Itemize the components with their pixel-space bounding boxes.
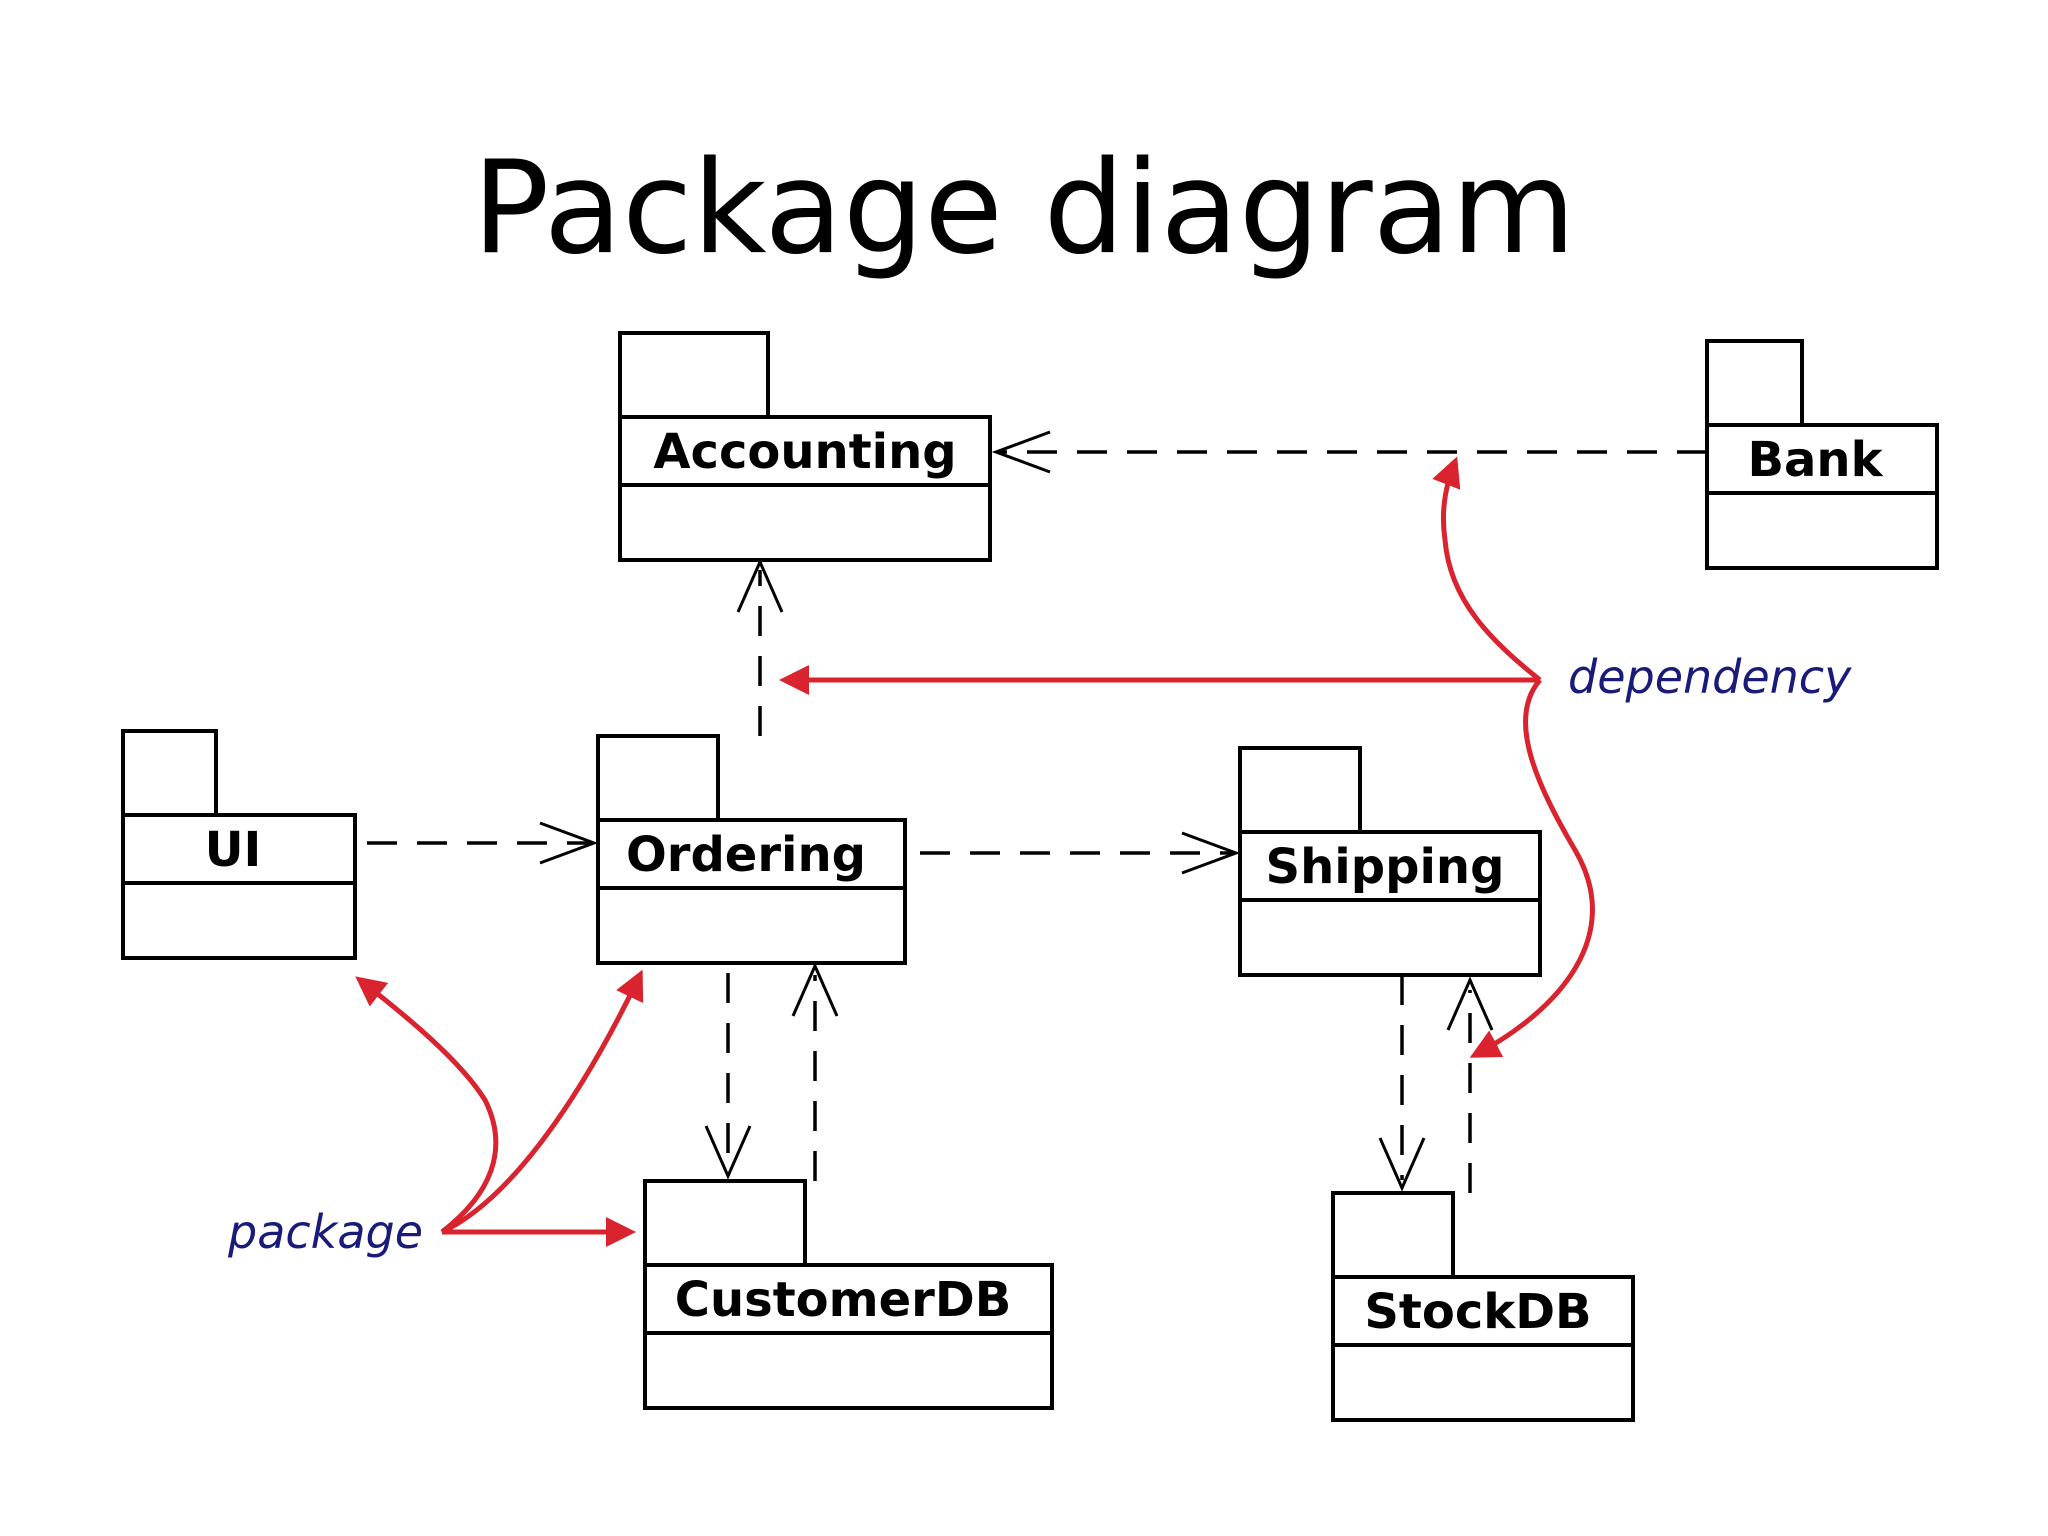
dependency-callout-arrow-down: [1469, 678, 1595, 1058]
package-callout: package: [227, 969, 644, 1259]
dependency-callout: dependency: [779, 456, 1852, 1058]
package-ui[interactable]: UI: [121, 729, 357, 960]
dependency-stockdb-to-shipping: [1446, 976, 1494, 1193]
dependency-label: dependency: [1568, 650, 1852, 704]
dependency-customerdb-to-ordering: [791, 962, 839, 1181]
package-label-ordering: Ordering: [626, 827, 866, 883]
dependency-ordering-to-accounting: [736, 558, 784, 736]
package-stockdb[interactable]: StockDB: [1331, 1191, 1635, 1422]
package-accounting[interactable]: Accounting: [618, 331, 992, 562]
dependency-ui-to-ordering: [367, 821, 599, 865]
package-callout-arrow-ui: [355, 976, 499, 1234]
package-shipping[interactable]: Shipping: [1238, 746, 1542, 977]
package-label: package: [227, 1205, 423, 1259]
package-label-ui: UI: [205, 822, 262, 878]
dependency-ordering-to-shipping: [920, 831, 1241, 875]
dependency-callout-arrow-up: [1432, 456, 1542, 682]
package-callout-arrow-ordering: [440, 969, 644, 1235]
page-title: Package diagram: [472, 134, 1576, 283]
package-label-bank: Bank: [1747, 432, 1883, 488]
dependency-shipping-to-stockdb: [1378, 975, 1426, 1192]
dependency-bank-to-accounting: [991, 430, 1707, 474]
package-label-customerdb: CustomerDB: [675, 1272, 1012, 1328]
package-label-shipping: Shipping: [1266, 839, 1505, 895]
package-ordering[interactable]: Ordering: [596, 734, 907, 965]
dependency-ordering-to-customerdb: [704, 973, 752, 1180]
package-bank[interactable]: Bank: [1705, 339, 1939, 570]
package-label-accounting: Accounting: [653, 424, 956, 480]
package-customerdb[interactable]: CustomerDB: [643, 1179, 1054, 1410]
package-label-stockdb: StockDB: [1364, 1284, 1591, 1340]
